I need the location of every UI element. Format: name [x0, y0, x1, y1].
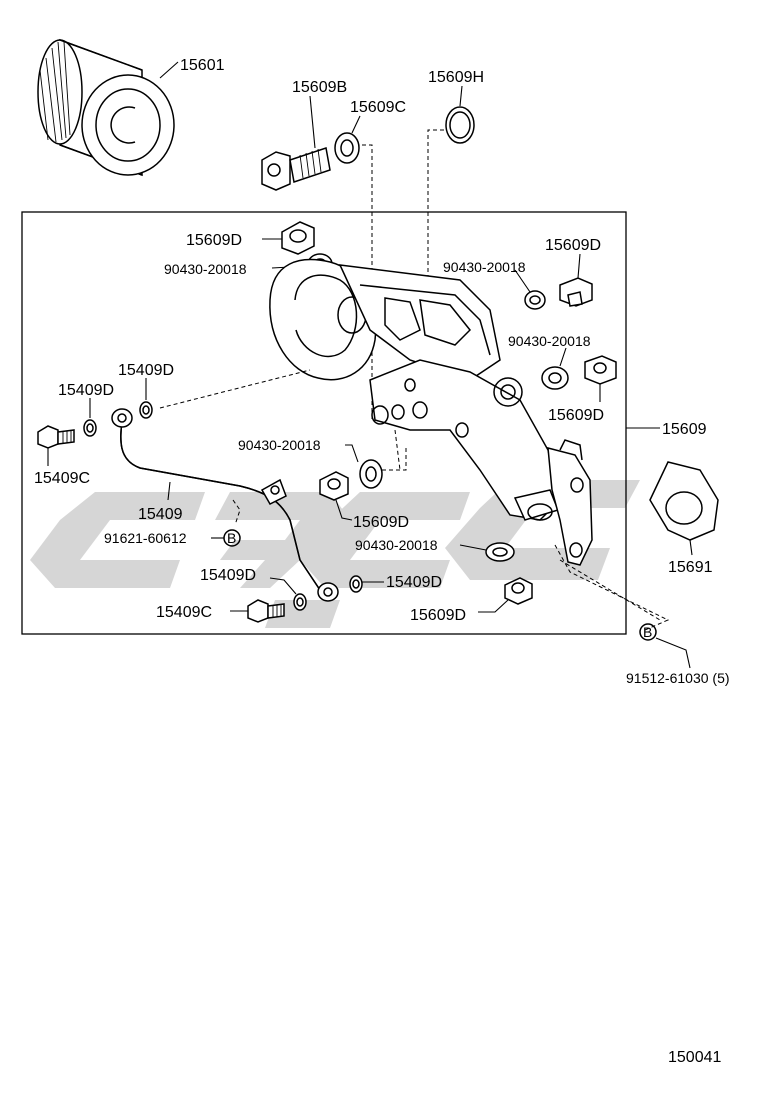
gasket-15609C: [334, 115, 373, 420]
ref-b-right: B: [639, 623, 691, 669]
label-15409: 15409: [138, 506, 183, 523]
label-15609D-top: 15609D: [186, 232, 242, 249]
label-90430-c: 90430-20018: [508, 333, 591, 349]
figure-number: 150041: [668, 1049, 721, 1066]
label-15609H: 15609H: [428, 69, 484, 86]
oil-filter: [37, 38, 179, 177]
label-15609B: 15609B: [292, 79, 347, 96]
label-15609D-right1: 15609D: [545, 237, 601, 254]
label-15609D-bottom: 15609D: [410, 607, 466, 624]
label-90430-d: 90430-20018: [238, 437, 321, 453]
label-90430-e: 90430-20018: [355, 537, 438, 553]
label-90430-a: 90430-20018: [164, 261, 247, 277]
ref-symbol-b-left: B: [227, 530, 236, 546]
ref-b-left: B: [211, 529, 241, 547]
label-15409D-a: 15409D: [118, 362, 174, 379]
label-15409C-b: 15409C: [156, 604, 212, 621]
label-15691: 15691: [668, 559, 713, 576]
label-15409D-c: 15409D: [200, 567, 256, 584]
o-ring-15609H: [427, 85, 475, 280]
label-15409D-d: 15409D: [386, 574, 442, 591]
upper-left-fasteners: [37, 378, 153, 466]
assembly-frame: [21, 211, 627, 635]
dashed-leader-bottom: [554, 544, 670, 631]
label-91512: 91512-61030 (5): [626, 670, 730, 686]
label-15609D-mid: 15609D: [353, 514, 409, 531]
oil-filter-bracket: [269, 258, 593, 566]
label-91621: 91621-60612: [104, 530, 187, 546]
oil-pipe: [111, 408, 339, 602]
label-15609: 15609: [662, 421, 707, 438]
label-15409D-b: 15409D: [58, 382, 114, 399]
dashed-leader-b-right: [559, 559, 661, 621]
lower-left-fasteners: [230, 575, 384, 623]
label-15601: 15601: [180, 57, 225, 74]
lower-parts: [459, 542, 533, 613]
union-bolt: [261, 95, 331, 191]
right-parts: [514, 253, 617, 402]
label-15609C: 15609C: [350, 99, 406, 116]
ref-symbol-b-right: B: [643, 624, 652, 640]
label-90430-b: 90430-20018: [443, 259, 526, 275]
label-15409C-a: 15409C: [34, 470, 90, 487]
middle-parts: [319, 444, 407, 521]
label-15609D-right2: 15609D: [548, 407, 604, 424]
dashed-leader-15409D: [159, 369, 311, 409]
gasket-15691: [649, 461, 719, 556]
